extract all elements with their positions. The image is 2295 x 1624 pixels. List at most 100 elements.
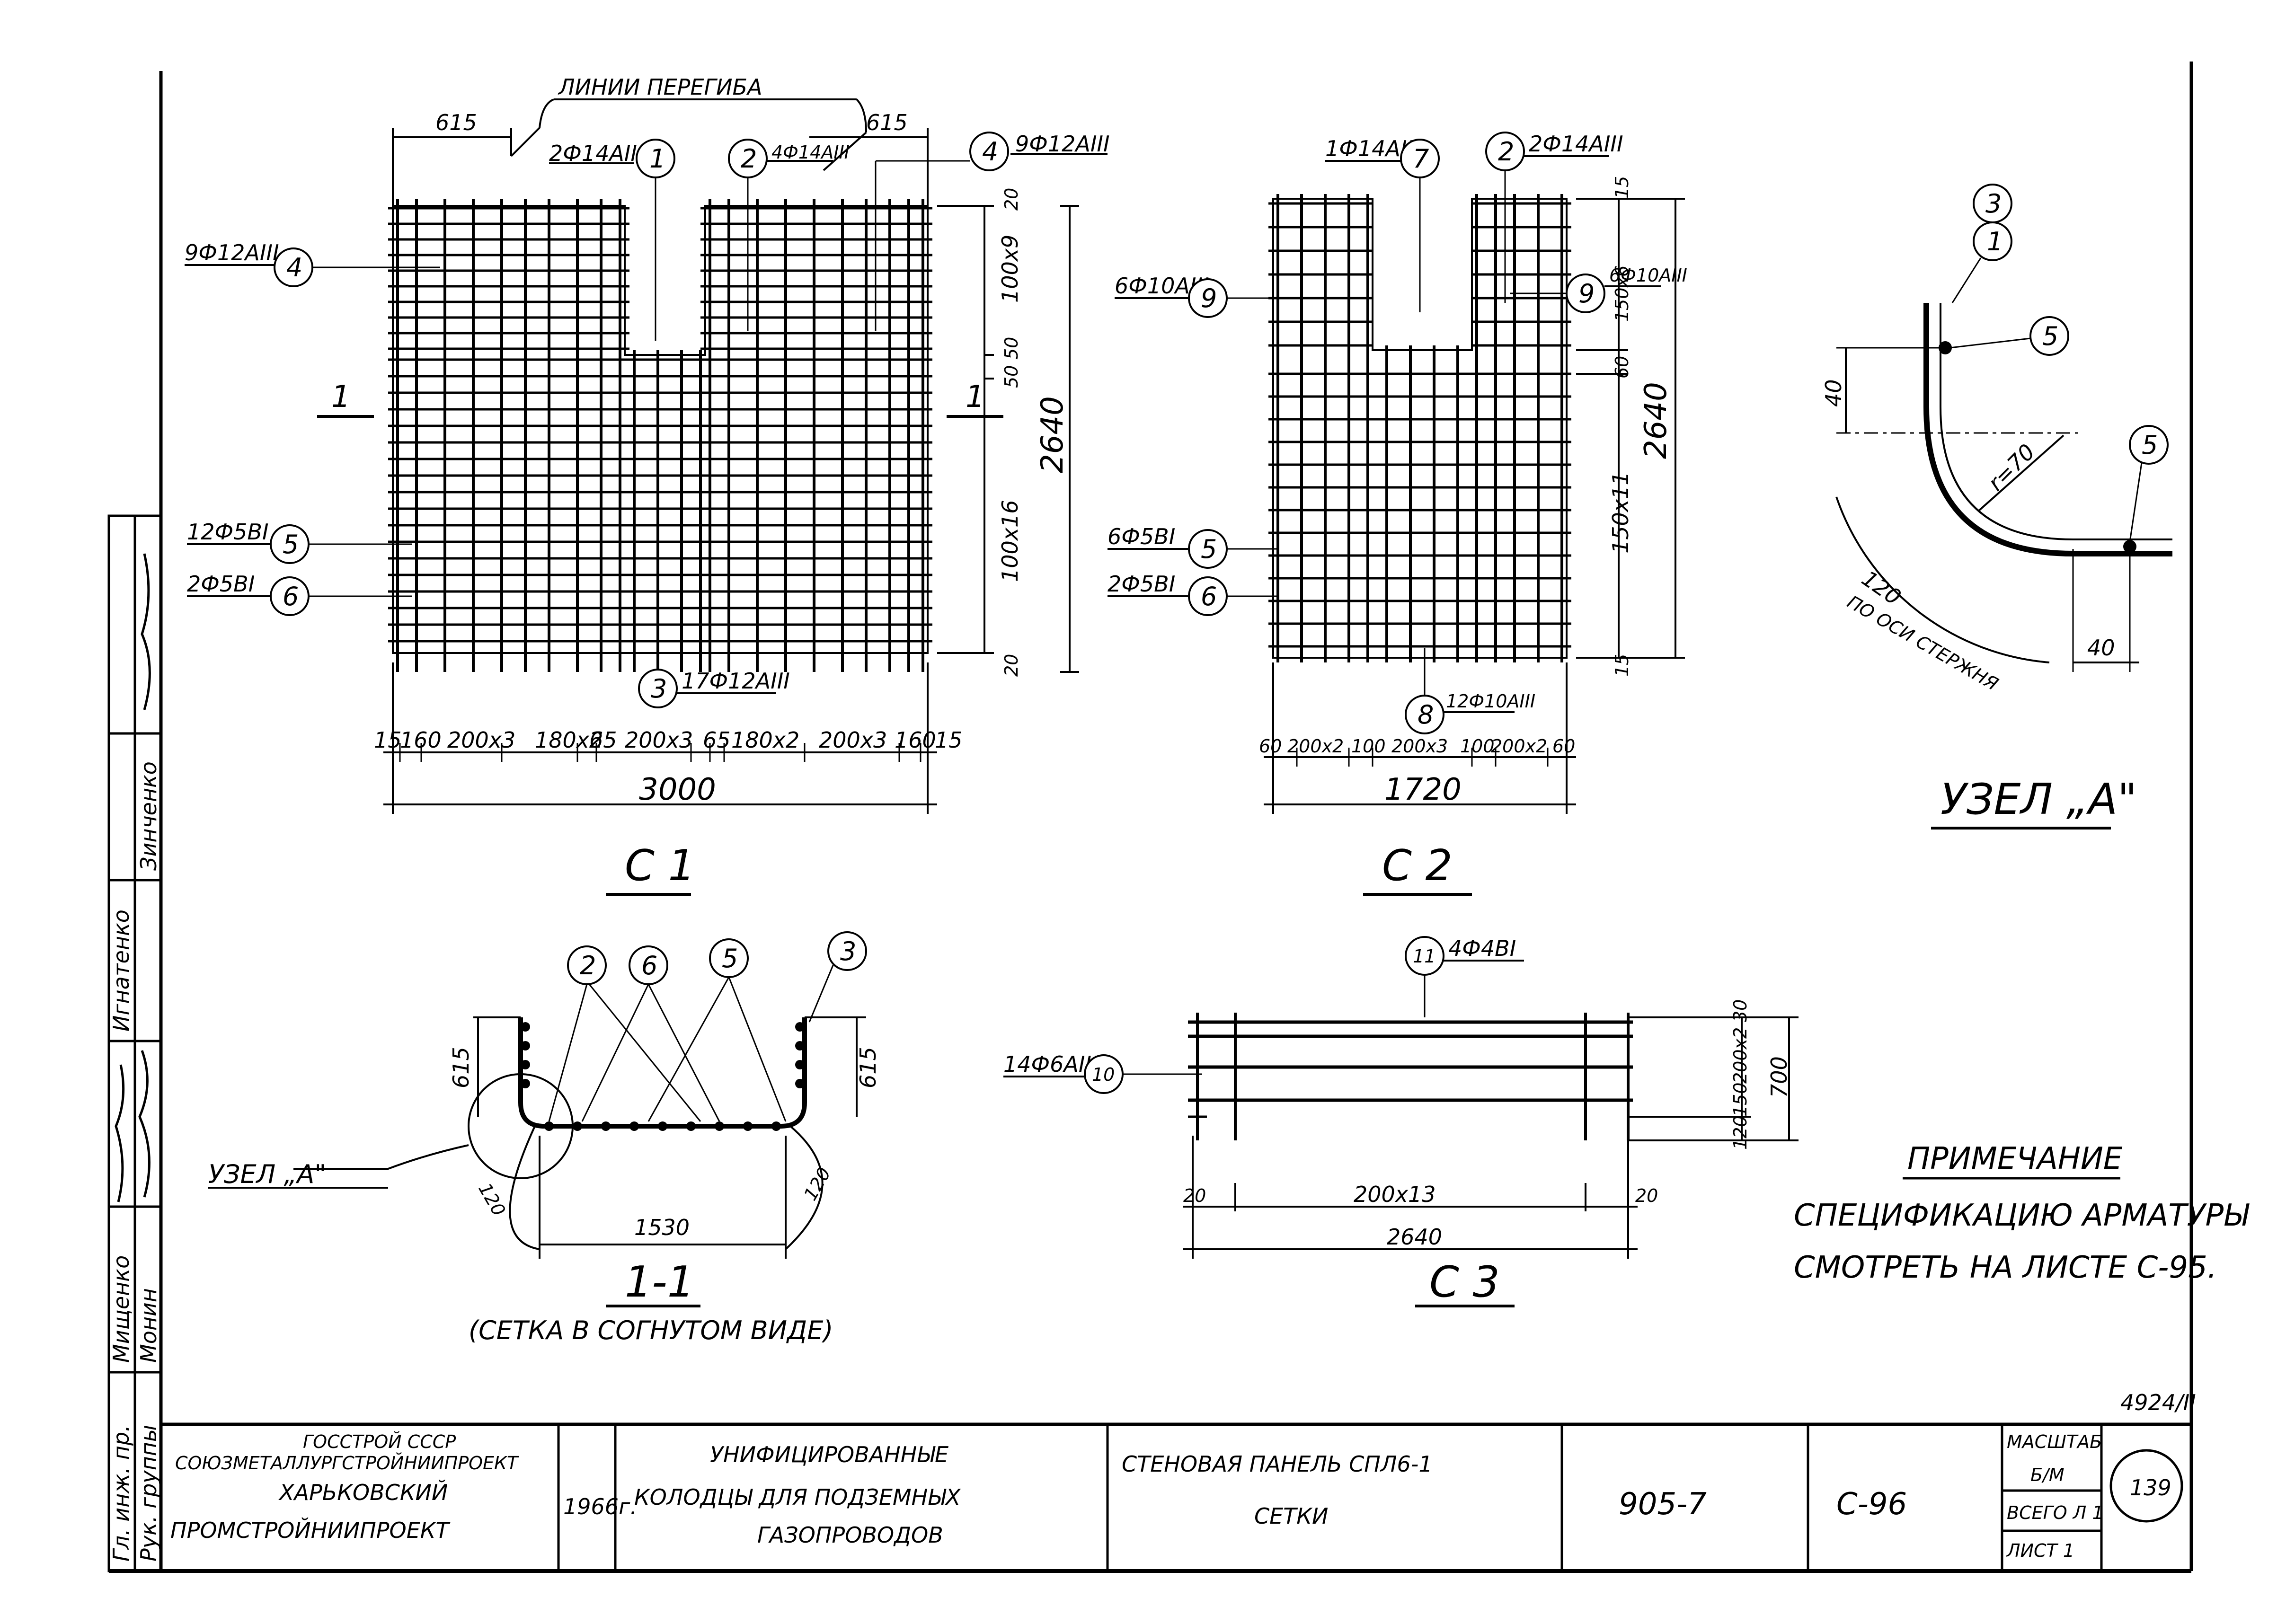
c2-dim-b5: 200x2 xyxy=(1491,736,1547,757)
side-stamp xyxy=(107,514,162,1572)
c3-dim-20-left: 20 xyxy=(1183,1185,1206,1206)
title-block-text: ГОССТРОЙ СССР СОЮЗМЕТАЛЛУРГСТРОЙНИИПРОЕК… xyxy=(170,1431,2171,1561)
c1-callout-12x5: 12Ф5ВI xyxy=(187,519,269,545)
c2-callout-6x10-right: 6Ф10АIII xyxy=(1609,265,1687,286)
mesh-c2: 1Ф14АIII 7 2 2Ф14АIII 6Ф10АIII 9 9 6Ф10А… xyxy=(1108,131,1687,896)
svg-text:8: 8 xyxy=(1418,700,1434,730)
tb-org2: СОЮЗМЕТАЛЛУРГСТРОЙНИИПРОЕКТ xyxy=(175,1453,519,1474)
section-bar-dot xyxy=(743,1121,753,1131)
c3-dim-200x2: 200x2 xyxy=(1730,1027,1751,1084)
c1-bubble-4-right xyxy=(969,132,1009,171)
section-bar-dot xyxy=(795,1060,805,1069)
tb-sheet-title-1: СТЕНОВАЯ ПАНЕЛЬ СПЛ6-1 xyxy=(1122,1451,1433,1477)
c3-callout-4x4: 4Ф4ВI xyxy=(1448,936,1516,961)
c3-title: С 3 xyxy=(1429,1257,1500,1307)
signature-3 xyxy=(141,553,151,710)
tb-org1: ГОССТРОЙ СССР xyxy=(303,1431,456,1452)
node-bubble-5-top xyxy=(2029,316,2069,356)
section-node-circle xyxy=(468,1073,574,1179)
c1-dim-b4: 65 xyxy=(589,727,617,753)
stamp-role-2: Рук. группы xyxy=(136,1425,161,1562)
stamp-name-1: Мищенко xyxy=(108,1255,134,1363)
section-dim-615-left: 615 xyxy=(448,1047,474,1088)
svg-text:2: 2 xyxy=(1498,137,1514,167)
c3-dim-700: 700 xyxy=(1766,1056,1792,1098)
node-bubble-5-right xyxy=(2129,425,2169,465)
c2-dim-60: 60 xyxy=(1612,356,1632,379)
side-stamp-text: Гл. инж. пр. Рук. группы Мищенко Монин И… xyxy=(108,553,161,1562)
c1-section-mark-left: 1 xyxy=(331,380,351,415)
c3-dim-30: 30 xyxy=(1730,999,1751,1022)
section-bar-dot xyxy=(521,1079,530,1088)
section-bubble-5-label: 5 xyxy=(722,944,738,973)
c1-outline xyxy=(392,205,929,654)
stamp-extra-1: Игнатенко xyxy=(108,909,134,1032)
svg-text:2: 2 xyxy=(741,144,757,174)
section-bar-dot xyxy=(686,1121,696,1131)
node-title: УЗЕЛ „А" xyxy=(1941,775,2137,824)
signature-2 xyxy=(138,1050,151,1198)
section-bar-dot xyxy=(795,1022,805,1032)
node-cross-bar-1 xyxy=(1939,341,1952,354)
note-line-2: СМОТРЕТЬ НА ЛИСТЕ С-95. xyxy=(1794,1250,2217,1285)
section-bar-dot xyxy=(771,1121,781,1131)
section-bar-dot xyxy=(601,1121,611,1131)
c1-dim-b1: 160 xyxy=(400,727,442,753)
c2-dim-b2: 100 xyxy=(1351,736,1386,757)
title-block xyxy=(557,1424,2183,1571)
c1-title: С 1 xyxy=(625,841,695,891)
tb-sheet-code: С-96 xyxy=(1836,1487,1907,1522)
section-1-1: УЗЕЛ „А" 615 615 1530 120 120 2 6 5 3 xyxy=(208,931,881,1345)
note-title: ПРИМЕЧАНИЕ xyxy=(1907,1141,2123,1176)
section-dim-120-left: 120 xyxy=(474,1180,509,1220)
section-dim-1530: 1530 xyxy=(634,1215,690,1240)
svg-text:11: 11 xyxy=(1413,946,1435,967)
section-bar-dot xyxy=(658,1121,667,1131)
mesh-c1: ЛИНИИ ПЕРЕГИБА 615 615 2Ф14АIII 1 2 4Ф14… xyxy=(185,74,1110,896)
c1-dim-b10: 15 xyxy=(935,727,963,753)
node-bubble-3-label: 3 xyxy=(1985,189,2002,219)
c1-callout-9x12-left: 9Ф12АIII xyxy=(185,240,279,265)
c3-callout-14x6: 14Ф6АIII xyxy=(1003,1051,1098,1077)
note: ПРИМЕЧАНИЕ СПЕЦИФИКАЦИЮ АРМАТУРЫ СМОТРЕТ… xyxy=(1794,1141,2250,1285)
svg-text:5: 5 xyxy=(283,530,299,559)
c1-dim-b7: 180x2 xyxy=(731,727,799,753)
c1-dim-615-right: 615 xyxy=(866,110,908,135)
svg-text:3: 3 xyxy=(651,674,667,704)
tb-scale-label: МАСШТАБ xyxy=(2007,1431,2102,1452)
section-dim-120-right: 120 xyxy=(800,1164,835,1204)
c2-bars xyxy=(1268,194,1571,662)
section-title: 1-1 xyxy=(625,1257,694,1307)
svg-text:9: 9 xyxy=(1201,283,1217,313)
c2-dim-150x11: 150x11 xyxy=(1608,471,1633,554)
c2-dim-b0: 60 xyxy=(1259,736,1282,757)
c1-dim-b3: 180x2 xyxy=(535,727,603,753)
tb-page: 139 xyxy=(2130,1475,2171,1500)
mesh-c3: 11 4Ф4ВI 14Ф6АIII 10 30 200x2 700 150 12… xyxy=(1003,936,1799,1307)
svg-text:5: 5 xyxy=(1201,534,1217,564)
section-bubble-2-label: 2 xyxy=(580,951,596,980)
stamp-name-2: Монин xyxy=(136,1288,161,1363)
c1-callout-2x5: 2Ф5ВI xyxy=(187,571,255,597)
section-node-label: УЗЕЛ „А" xyxy=(208,1159,326,1189)
c2-dim-15-top: 15 xyxy=(1612,176,1632,199)
c1-dim-20-bottom: 20 xyxy=(1001,654,1022,677)
section-bar-dot xyxy=(544,1121,554,1131)
section-dim-615-right: 615 xyxy=(855,1047,881,1088)
svg-text:1: 1 xyxy=(649,144,665,174)
c1-bend-lines-label: ЛИНИИ ПЕРЕГИБА xyxy=(558,74,762,100)
c2-dim-15-bottom: 15 xyxy=(1612,654,1632,677)
c2-title: С 2 xyxy=(1382,841,1453,891)
c2-callout-2x14: 2Ф14АIII xyxy=(1529,131,1623,157)
section-bar-dot xyxy=(795,1041,805,1050)
tb-org4: ПРОМСТРОЙНИИПРОЕКТ xyxy=(170,1518,451,1543)
node-axis-arc xyxy=(1835,496,2050,663)
stamp-extra-2: Зинченко xyxy=(136,761,161,871)
c2-dim-b1: 200x2 xyxy=(1287,736,1344,757)
c2-callout-6x5: 6Ф5ВI xyxy=(1108,524,1175,549)
section-bar-dot xyxy=(715,1121,724,1131)
signature-1 xyxy=(115,1064,125,1202)
c1-dim-b5: 200x3 xyxy=(625,727,693,753)
c3-dim-120: 120 xyxy=(1730,1115,1751,1150)
